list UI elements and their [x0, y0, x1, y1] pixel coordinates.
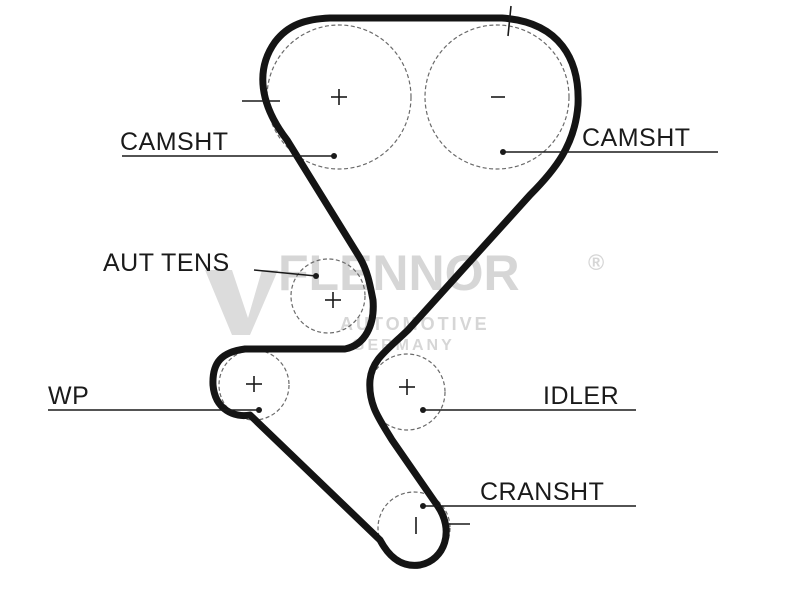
plus-icon	[246, 376, 262, 392]
leader-lines	[48, 149, 718, 509]
auto-tensioner-anchor	[313, 273, 319, 279]
watermark-logo-mark	[205, 270, 278, 335]
left-camshaft-anchor	[331, 153, 337, 159]
label-camshaft-left: CAMSHT	[120, 128, 229, 156]
right-camshaft-anchor	[500, 149, 506, 155]
center-symbols	[246, 89, 505, 395]
plus-icon	[325, 292, 341, 308]
watermark-line2: GERMANY	[352, 337, 455, 354]
label-water-pump: WP	[48, 382, 89, 410]
label-crankshaft: CRANSHT	[480, 478, 604, 506]
timing-belt	[209, 14, 582, 569]
label-idler: IDLER	[543, 382, 619, 410]
crankshaft-anchor	[420, 503, 426, 509]
left-camshaft-pulley	[266, 24, 412, 170]
watermark-registered: ®	[588, 250, 604, 275]
right-camshaft-pulley	[424, 24, 570, 170]
plus-icon	[331, 89, 347, 105]
label-camshaft-right: CAMSHT	[582, 124, 691, 152]
water-pump-anchor	[256, 407, 262, 413]
right-cam-timing-mark	[507, 5, 512, 37]
crankshaft-pulley	[377, 491, 451, 565]
auto-tensioner-pulley	[290, 258, 366, 334]
timing-marks	[242, 5, 512, 534]
label-auto-tensioner: AUT TENS	[103, 249, 230, 277]
labels: CAMSHT CAMSHT AUT TENS WP IDLER CRANSHT	[48, 124, 691, 506]
idler-anchor	[420, 407, 426, 413]
auto-tensioner-leader	[253, 269, 317, 277]
plus-icon	[399, 379, 415, 395]
watermark-brand: FLENNOR	[278, 245, 520, 301]
